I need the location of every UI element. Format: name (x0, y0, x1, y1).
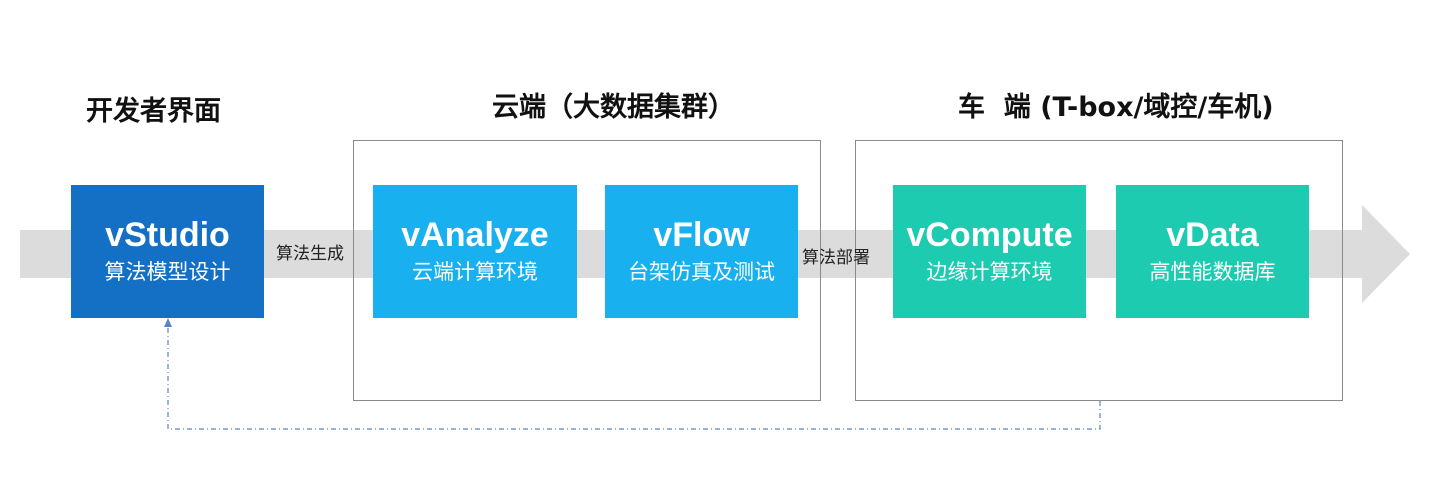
vanalyze-desc: 云端计算环境 (412, 259, 538, 284)
vcompute-box[interactable]: vCompute 边缘计算环境 (893, 185, 1086, 318)
cloud-section-title: 云端（大数据集群） (492, 92, 735, 123)
vanalyze-name: vAnalyze (401, 216, 549, 255)
vehicle-section-title: 车 端 (T-box/域控/车机) (958, 92, 1274, 123)
developer-section-title: 开发者界面 (86, 96, 221, 127)
vdata-desc: 高性能数据库 (1149, 259, 1276, 284)
vstudio-box[interactable]: vStudio 算法模型设计 (71, 185, 264, 318)
vdata-name: vData (1166, 216, 1259, 255)
vflow-name: vFlow (653, 216, 750, 255)
vflow-desc: 台架仿真及测试 (628, 259, 775, 284)
process-arrowhead-icon (1362, 205, 1410, 303)
feedback-arrowhead-icon (164, 318, 172, 327)
algorithm-deploy-label: 算法部署 (802, 248, 870, 268)
vstudio-desc: 算法模型设计 (104, 259, 231, 284)
vehicle-group-frame (855, 140, 1343, 401)
vflow-box[interactable]: vFlow 台架仿真及测试 (605, 185, 798, 318)
vcompute-desc: 边缘计算环境 (926, 259, 1053, 284)
vdata-box[interactable]: vData 高性能数据库 (1116, 185, 1309, 318)
vanalyze-box[interactable]: vAnalyze 云端计算环境 (373, 185, 577, 318)
vcompute-name: vCompute (906, 216, 1073, 255)
vstudio-name: vStudio (105, 216, 230, 255)
cloud-group-frame (353, 140, 821, 401)
algorithm-generate-label: 算法生成 (276, 244, 344, 264)
